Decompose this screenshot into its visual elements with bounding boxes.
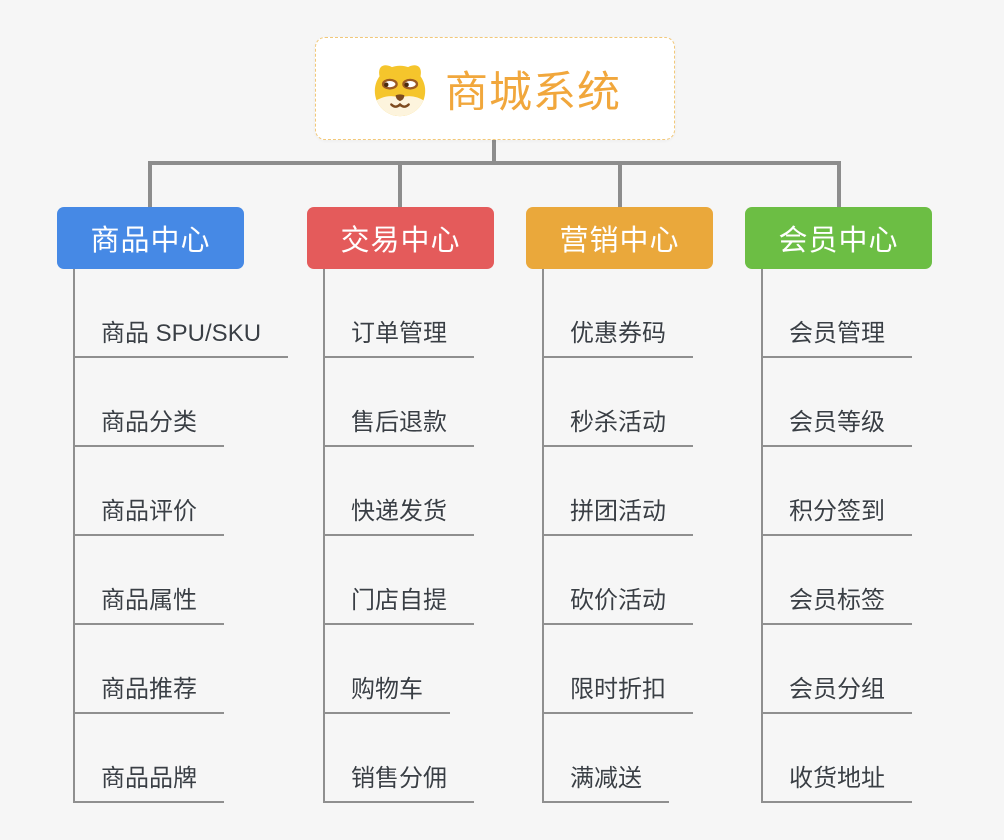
branch-item-list: 订单管理 售后退款 快递发货 门店自提 购物车 销售分佣 bbox=[323, 269, 474, 803]
branch-marketing-center: 营销中心 优惠券码 秒杀活动 拼团活动 砍价活动 限时折扣 满减送 bbox=[526, 207, 713, 803]
branch-item[interactable]: 会员管理 bbox=[763, 269, 912, 358]
branch-item[interactable]: 会员等级 bbox=[763, 358, 912, 447]
branch-item[interactable]: 售后退款 bbox=[325, 358, 474, 447]
branch-item[interactable]: 优惠券码 bbox=[544, 269, 693, 358]
branch-item[interactable]: 满减送 bbox=[544, 714, 669, 803]
branch-item[interactable]: 商品分类 bbox=[75, 358, 224, 447]
branch-item[interactable]: 商品推荐 bbox=[75, 625, 224, 714]
branch-item[interactable]: 秒杀活动 bbox=[544, 358, 693, 447]
branch-item[interactable]: 拼团活动 bbox=[544, 447, 693, 536]
connector-drop-product bbox=[148, 161, 152, 207]
branch-item[interactable]: 砍价活动 bbox=[544, 536, 693, 625]
root-node-mall-system[interactable]: 商城系统 bbox=[315, 37, 675, 140]
branch-header-marketing-center[interactable]: 营销中心 bbox=[526, 207, 713, 269]
branch-product-center: 商品中心 商品 SPU/SKU 商品分类 商品评价 商品属性 商品推荐 商品品牌 bbox=[57, 207, 289, 803]
connector-root-stub bbox=[492, 139, 496, 165]
branch-item-list: 会员管理 会员等级 积分签到 会员标签 会员分组 收货地址 bbox=[761, 269, 912, 803]
branch-item[interactable]: 商品评价 bbox=[75, 447, 224, 536]
branch-item[interactable]: 会员标签 bbox=[763, 536, 912, 625]
branch-member-center: 会员中心 会员管理 会员等级 积分签到 会员标签 会员分组 收货地址 bbox=[745, 207, 932, 803]
branch-item-list: 优惠券码 秒杀活动 拼团活动 砍价活动 限时折扣 满减送 bbox=[542, 269, 693, 803]
branch-item[interactable]: 积分签到 bbox=[763, 447, 912, 536]
branch-item[interactable]: 限时折扣 bbox=[544, 625, 693, 714]
branch-item[interactable]: 销售分佣 bbox=[325, 714, 474, 803]
branch-item[interactable]: 商品品牌 bbox=[75, 714, 224, 803]
branch-item[interactable]: 商品属性 bbox=[75, 536, 224, 625]
branch-trade-center: 交易中心 订单管理 售后退款 快递发货 门店自提 购物车 销售分佣 bbox=[307, 207, 494, 803]
root-title: 商城系统 bbox=[445, 68, 621, 117]
branch-item[interactable]: 订单管理 bbox=[325, 269, 474, 358]
branch-item[interactable]: 收货地址 bbox=[763, 714, 912, 803]
branch-item-list: 商品 SPU/SKU 商品分类 商品评价 商品属性 商品推荐 商品品牌 bbox=[73, 269, 289, 803]
branch-item[interactable]: 商品 SPU/SKU bbox=[75, 269, 289, 358]
branch-item[interactable]: 购物车 bbox=[325, 625, 450, 714]
branch-item[interactable]: 门店自提 bbox=[325, 536, 474, 625]
branch-item[interactable]: 快递发货 bbox=[325, 447, 474, 536]
connector-drop-marketing bbox=[618, 161, 622, 207]
connector-trunk bbox=[148, 161, 840, 165]
branch-header-trade-center[interactable]: 交易中心 bbox=[307, 207, 494, 269]
branch-header-member-center[interactable]: 会员中心 bbox=[745, 207, 932, 269]
branch-item[interactable]: 会员分组 bbox=[763, 625, 912, 714]
connector-drop-member bbox=[837, 161, 841, 207]
branch-header-product-center[interactable]: 商品中心 bbox=[57, 207, 244, 269]
connector-drop-trade bbox=[398, 161, 402, 207]
dog-face-icon bbox=[374, 64, 426, 116]
